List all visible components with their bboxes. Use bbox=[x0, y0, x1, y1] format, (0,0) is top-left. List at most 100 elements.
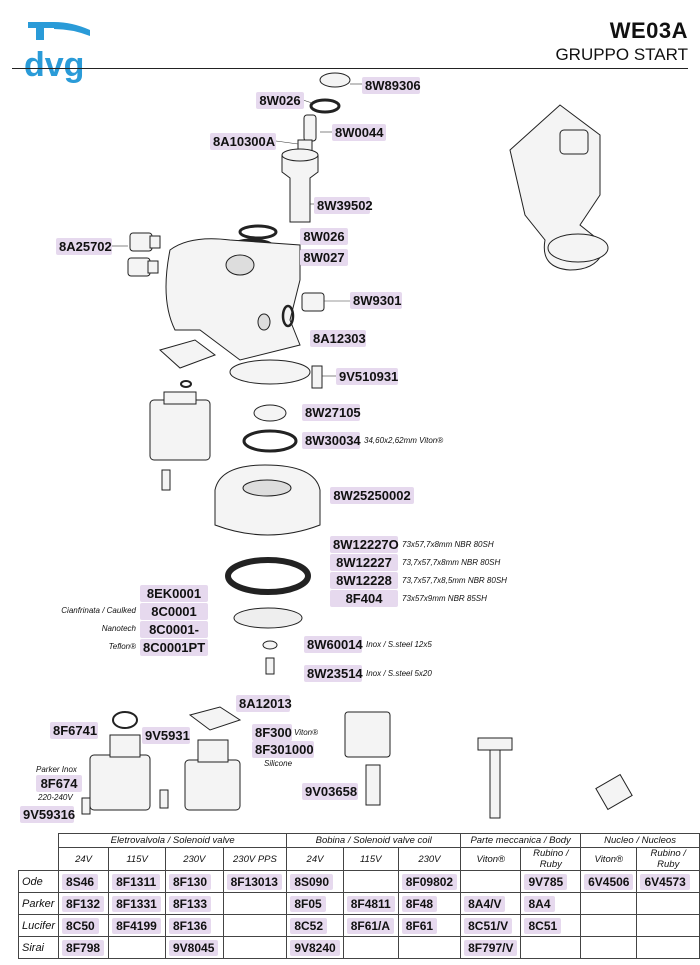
table-cell[interactable]: 6V4573 bbox=[640, 873, 690, 890]
table-cell[interactable]: 8F136 bbox=[169, 917, 212, 934]
note-8W12227: 73,7x57,7x8mm NBR 80SH bbox=[402, 558, 501, 567]
table-cell[interactable]: 9V8240 bbox=[290, 939, 340, 956]
label-8C0001[interactable]: 8C0001 bbox=[140, 603, 208, 620]
row-header: Parker bbox=[17, 892, 60, 915]
gasket-8a12013 bbox=[188, 706, 242, 731]
table-row: Parker 8F132 8F1331 8F133 8F05 8F4811 8F… bbox=[17, 892, 700, 915]
table-cell[interactable]: 8F1311 bbox=[112, 873, 161, 890]
label-8W9301[interactable]: 8W9301 bbox=[350, 292, 402, 309]
group-nucleos: Nucleo / Nucleos bbox=[580, 833, 700, 848]
subheader: Viton® bbox=[460, 847, 522, 871]
table-cell[interactable]: 8F1331 bbox=[112, 895, 161, 912]
label-8C0001-NQ[interactable]: 8C0001-NQ bbox=[140, 621, 208, 654]
label-8F300[interactable]: 8F300 bbox=[252, 724, 292, 741]
table-cell[interactable]: 8C51/V bbox=[464, 917, 513, 934]
label-8W23514[interactable]: 8W23514 bbox=[304, 665, 363, 682]
table-cell[interactable]: 8F05 bbox=[290, 895, 326, 912]
table-cell[interactable]: 9V785 bbox=[524, 873, 568, 890]
label-8A10300A[interactable]: 8A10300A bbox=[210, 133, 276, 150]
label-8F6741[interactable]: 8F6741 bbox=[50, 722, 98, 739]
fitting-8a25702-top bbox=[129, 232, 153, 252]
table-cell[interactable]: 8C51 bbox=[524, 917, 562, 934]
table-cell[interactable]: 8F133 bbox=[169, 895, 212, 912]
table-cell[interactable]: 8A4/V bbox=[464, 895, 506, 912]
table-cell[interactable]: 8F798 bbox=[62, 939, 105, 956]
table-cell[interactable]: 6V4506 bbox=[584, 873, 634, 890]
table-cell[interactable]: 8F4811 bbox=[346, 895, 395, 912]
dvg-logo: dvg bbox=[24, 22, 90, 84]
note-8W60014: Inox / S.steel 12x5 bbox=[366, 640, 432, 649]
label-8W89306[interactable]: 8W89306 bbox=[362, 77, 421, 94]
label-8A12013[interactable]: 8A12013 bbox=[236, 695, 292, 712]
label-8W39502[interactable]: 8W39502 bbox=[314, 197, 373, 214]
note-nanotech: Nanotech bbox=[101, 624, 136, 633]
subheader: 230V bbox=[165, 847, 224, 871]
label-8EK0001[interactable]: 8EK0001 bbox=[140, 585, 208, 602]
table-cell[interactable]: 8S090 bbox=[290, 873, 334, 890]
label-8C0001PT[interactable]: 8C0001PT bbox=[140, 639, 208, 656]
table-cell[interactable]: 8F48 bbox=[401, 895, 438, 912]
screw-9v510931 bbox=[311, 365, 323, 389]
label-8A25702[interactable]: 8A25702 bbox=[56, 238, 112, 255]
nucleo bbox=[595, 773, 633, 811]
page-subtitle: GRUPPO START bbox=[555, 45, 688, 64]
shower-screen bbox=[233, 607, 303, 629]
note-parker-inox: Parker Inox bbox=[36, 765, 77, 774]
tube-part bbox=[477, 737, 513, 751]
subheader: 24V bbox=[286, 847, 344, 871]
table-cell[interactable]: 8F4199 bbox=[112, 917, 161, 934]
label-8W12228[interactable]: 8W12228 bbox=[330, 572, 398, 589]
label-9V03658[interactable]: 9V03658 bbox=[302, 783, 358, 800]
table-cell[interactable]: 8F61 bbox=[401, 917, 438, 934]
label-8W12227O[interactable]: 8W12227O bbox=[330, 536, 399, 553]
label-8A12303[interactable]: 8A12303 bbox=[310, 330, 366, 347]
note-viton: Viton® bbox=[294, 728, 318, 737]
header-rule bbox=[12, 68, 688, 69]
gasket-8f6741 bbox=[112, 711, 138, 729]
label-8W30034[interactable]: 8W30034 bbox=[302, 432, 361, 449]
label-8W60014[interactable]: 8W60014 bbox=[304, 636, 363, 653]
screw-9v5931 bbox=[159, 789, 169, 809]
group-head-8w25250002 bbox=[214, 464, 321, 536]
plug-8w9301 bbox=[301, 292, 325, 312]
table-cell[interactable]: 8F797/V bbox=[464, 939, 518, 956]
screw-8w23514 bbox=[265, 657, 275, 675]
table-cell[interactable]: 8F61/A bbox=[346, 917, 395, 934]
cap-8w89306 bbox=[319, 72, 351, 88]
flange bbox=[229, 359, 311, 385]
subheader: 230V PPS bbox=[222, 847, 288, 871]
label-8W27105[interactable]: 8W27105 bbox=[302, 404, 361, 421]
table-cell[interactable]: 8C52 bbox=[290, 917, 327, 934]
label-8F301000[interactable]: 8F301000 bbox=[252, 741, 314, 758]
label-8W026-top[interactable]: 8W026 bbox=[256, 92, 304, 109]
table-cell[interactable]: 9V8045 bbox=[169, 939, 219, 956]
label-8F674[interactable]: 8F674 bbox=[36, 775, 82, 792]
subheader: 115V bbox=[108, 847, 166, 871]
subheader: 230V bbox=[397, 847, 462, 871]
label-8W027[interactable]: 8W027 bbox=[300, 249, 348, 266]
label-9V59316[interactable]: 9V59316 bbox=[20, 806, 75, 823]
subheader: Viton® bbox=[580, 847, 638, 871]
table-cell[interactable]: 8F130 bbox=[169, 873, 212, 890]
label-9V510931[interactable]: 9V510931 bbox=[336, 368, 398, 385]
subheader: 115V bbox=[342, 847, 399, 871]
part-8w27105 bbox=[253, 404, 287, 422]
subheader: Rubino / Ruby bbox=[636, 847, 700, 871]
label-8W0044[interactable]: 8W0044 bbox=[332, 124, 386, 141]
solenoid-8f300 bbox=[184, 759, 241, 811]
brand-text: dvg bbox=[24, 46, 84, 84]
table-row: Lucifer 8C50 8F4199 8F136 8C52 8F61/A 8F… bbox=[17, 914, 700, 937]
table-cell[interactable]: 8A4 bbox=[524, 895, 555, 912]
label-8F404[interactable]: 8F404 bbox=[330, 590, 398, 607]
label-8W026[interactable]: 8W026 bbox=[300, 228, 348, 245]
table-cell[interactable]: 8C50 bbox=[62, 917, 99, 934]
page-code: WE03A bbox=[609, 18, 688, 43]
table-cell[interactable]: 8F132 bbox=[62, 895, 105, 912]
table-cell[interactable]: 8F13013 bbox=[226, 873, 282, 890]
table-cell[interactable]: 8S46 bbox=[62, 873, 99, 890]
label-9V5931[interactable]: 9V5931 bbox=[142, 727, 190, 744]
label-8W12227[interactable]: 8W12227 bbox=[330, 554, 398, 571]
label-8W25250002[interactable]: 8W25250002 bbox=[330, 487, 414, 504]
table-cell[interactable]: 8F09802 bbox=[401, 873, 458, 890]
